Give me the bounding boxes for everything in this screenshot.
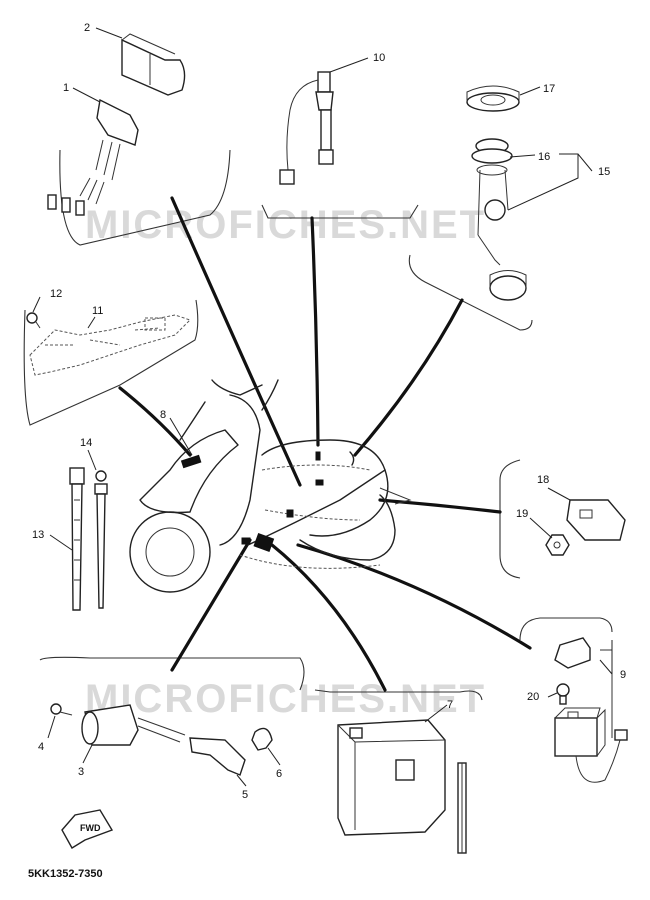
battery-on-scooter (253, 532, 275, 552)
callout-1: 1 (63, 82, 69, 94)
watermark-top: MICROFICHES.NET (85, 203, 486, 247)
part-8-on-scooter (180, 454, 202, 469)
panel-top-center (261, 204, 419, 219)
callout-12: 12 (50, 288, 62, 300)
callout-15: 15 (598, 166, 610, 178)
wire-7 (270, 543, 387, 692)
fwd-arrow: FWD (61, 809, 114, 849)
part-12-bolt (26, 312, 41, 329)
fwd-label: FWD (80, 823, 101, 833)
front-shield (219, 394, 261, 546)
callout-4: 4 (38, 741, 44, 753)
wire-9 (296, 543, 532, 650)
callout-8: 8 (160, 409, 166, 421)
part-10-sender (279, 71, 334, 185)
wire-18 (378, 498, 502, 514)
callout-7: 7 (447, 699, 453, 711)
panel-outlines (23, 149, 613, 701)
fork (179, 401, 206, 441)
part-20-bolt (556, 683, 570, 705)
panel-top-left (59, 149, 231, 246)
wire-15 (353, 298, 464, 457)
leader-wires (118, 196, 532, 692)
part-7-battery (337, 719, 467, 854)
part-6-cap (251, 727, 273, 751)
panel-bottom-right (519, 617, 613, 641)
callout-17: 17 (543, 83, 555, 95)
tail (379, 487, 412, 505)
part-1-coupler (47, 98, 139, 216)
mirror (261, 379, 279, 411)
panel-left (23, 299, 199, 426)
part-18-relay (566, 499, 626, 541)
wire-11 (118, 386, 192, 457)
callout-3: 3 (78, 766, 84, 778)
callout-11: 11 (92, 305, 103, 317)
part-5-plug-cap (189, 737, 246, 776)
callout-14: 14 (80, 437, 92, 449)
part-2-cap (121, 33, 186, 96)
panel-top-right (408, 254, 533, 331)
diagram-code: 5KK1352-7350 (28, 868, 103, 880)
callout-10: 10 (373, 52, 385, 64)
part-3-coil (81, 704, 186, 746)
callout-9: 9 (620, 669, 626, 681)
wire-3 (170, 538, 252, 672)
front-fender (139, 429, 239, 514)
part-11-harness (29, 314, 191, 376)
part-19-nut (545, 534, 570, 556)
callout-13: 13 (32, 529, 44, 541)
handlebar (211, 379, 263, 396)
callout-numbers: 2 1 10 17 16 15 12 11 8 14 13 18 19 9 20… (32, 22, 626, 801)
callout-6: 6 (276, 768, 282, 780)
callout-leaders (32, 27, 613, 787)
panel-right (499, 459, 521, 579)
callout-16: 16 (538, 151, 550, 163)
rear-body (299, 494, 396, 561)
panel-bottom-center (314, 689, 483, 701)
callout-19: 19 (516, 508, 528, 520)
callout-2: 2 (84, 22, 90, 34)
part-14-band (94, 470, 108, 609)
panel-bottom-left (39, 656, 305, 691)
watermark-bottom: MICROFICHES.NET (85, 677, 486, 721)
part-9-unit (554, 637, 628, 783)
front-wheel (129, 511, 211, 593)
part-13-band (69, 467, 85, 611)
part-4-bolt (50, 703, 73, 716)
part-15-16-gauge (471, 138, 527, 301)
seat-body (261, 439, 389, 537)
part-17-gasket (466, 85, 520, 112)
callout-18: 18 (537, 474, 549, 486)
callout-5: 5 (242, 789, 248, 801)
scooter-outline (129, 379, 412, 593)
wire-10 (310, 216, 320, 447)
callout-20: 20 (527, 691, 539, 703)
